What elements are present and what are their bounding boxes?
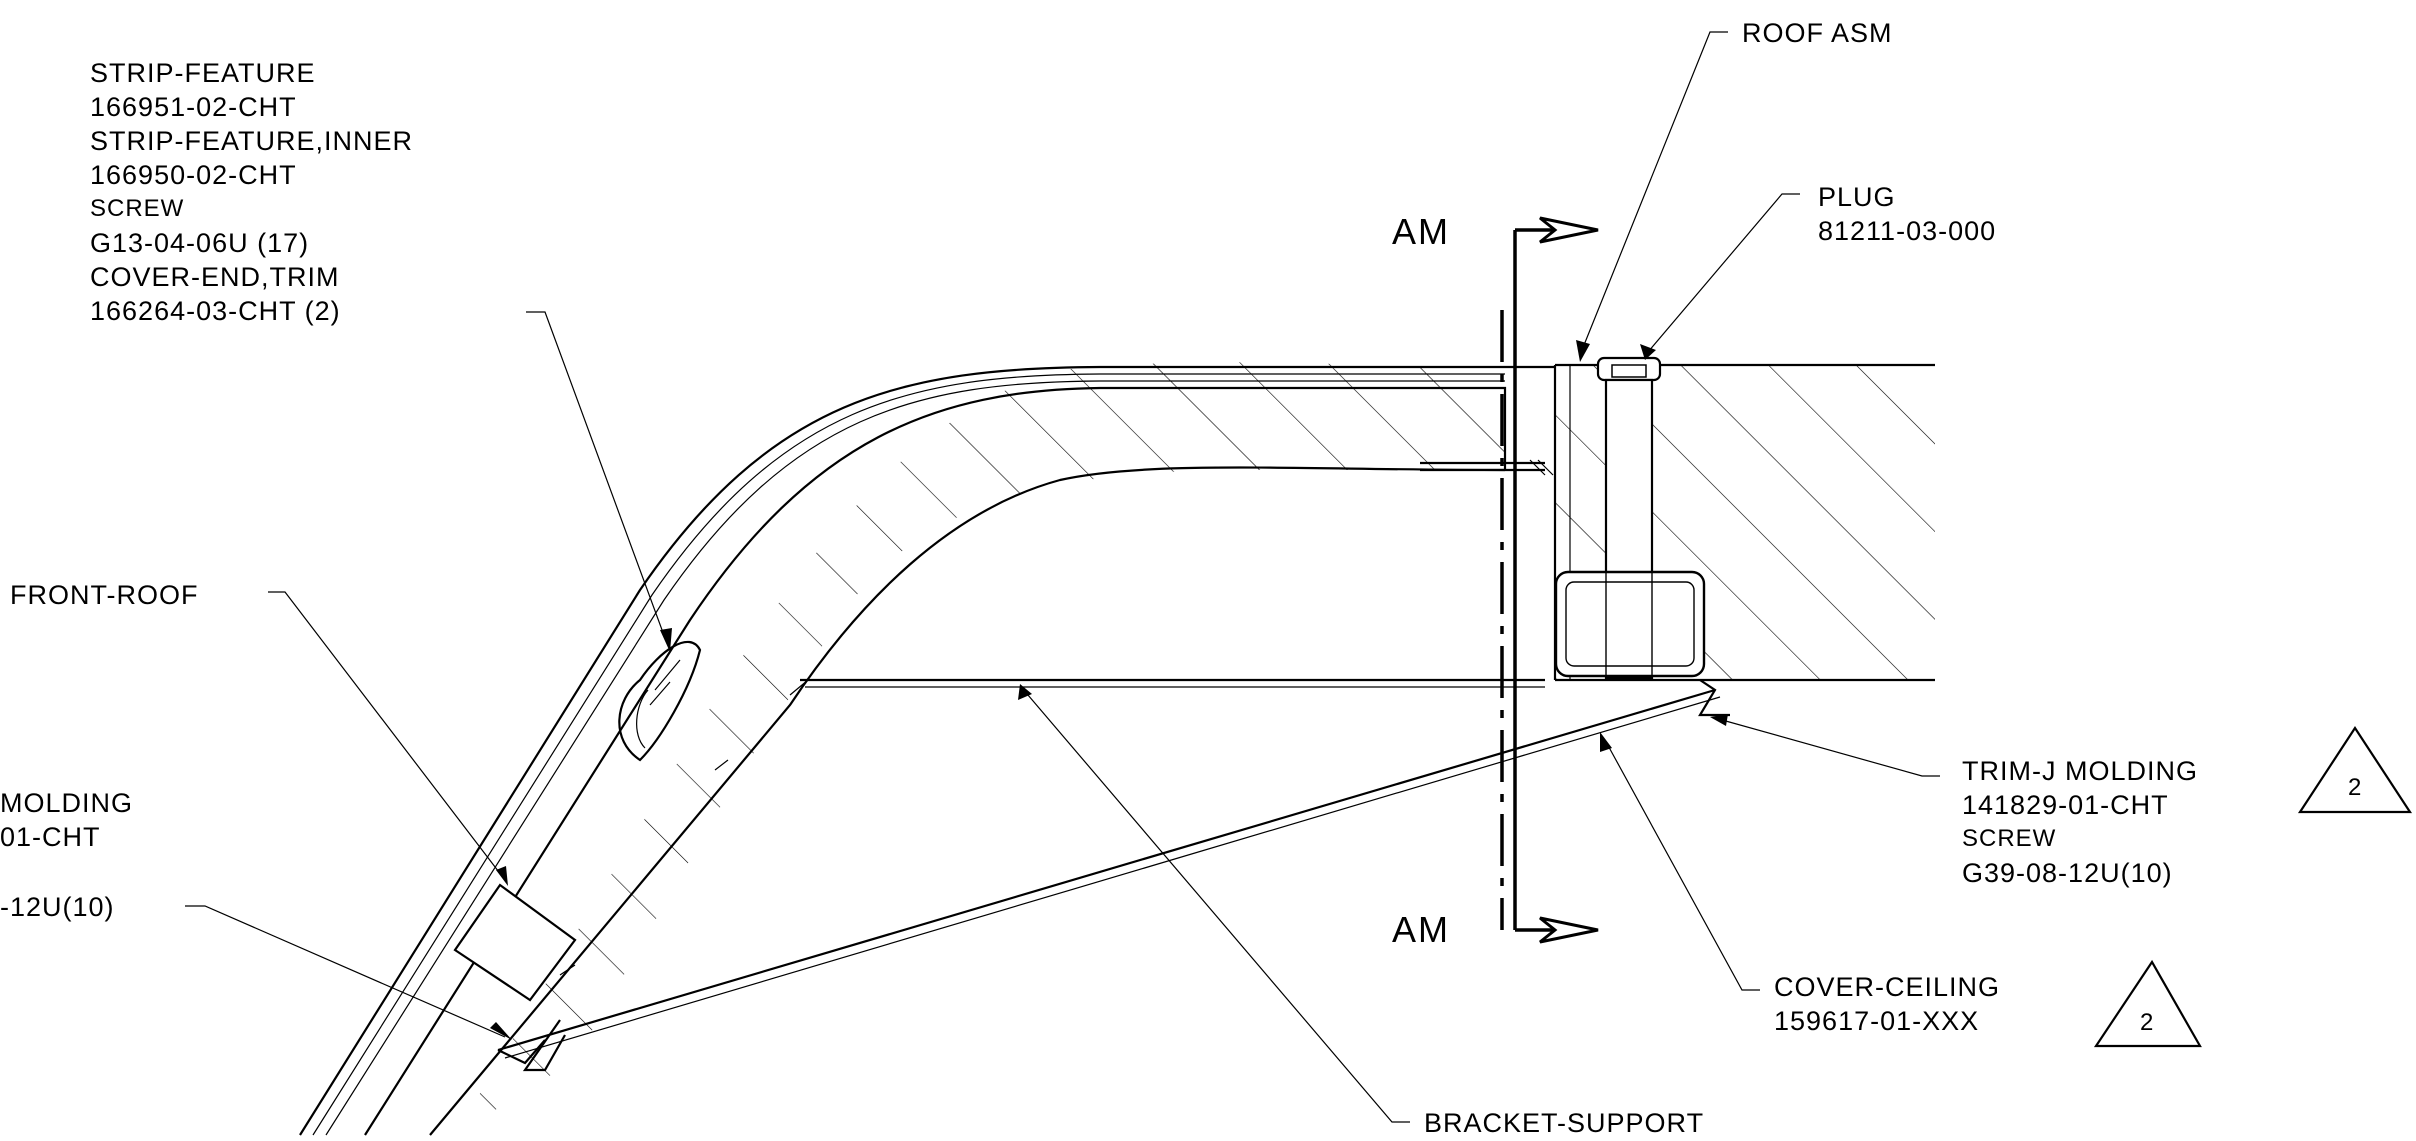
svg-text:159617-01-XXX: 159617-01-XXX bbox=[1774, 1006, 1979, 1036]
revision-triangle-cover-ceiling bbox=[2093, 959, 2202, 1048]
svg-text:COVER-END,TRIM: COVER-END,TRIM bbox=[90, 262, 340, 292]
svg-text:STRIP-FEATURE: STRIP-FEATURE bbox=[90, 58, 316, 88]
svg-text:166951-02-CHT: 166951-02-CHT bbox=[90, 92, 297, 122]
revision-number-trim-j: 2 bbox=[2348, 774, 2362, 801]
svg-text:166950-02-CHT: 166950-02-CHT bbox=[90, 160, 297, 190]
svg-text:141829-01-CHT: 141829-01-CHT bbox=[1962, 790, 2169, 820]
section-line bbox=[1500, 216, 1599, 944]
svg-text:81211-03-000: 81211-03-000 bbox=[1818, 216, 1996, 246]
tube-section bbox=[1554, 570, 1706, 679]
callout-left-screw: -12U(10) bbox=[0, 892, 115, 922]
revision-triangle-trim-j bbox=[2297, 725, 2413, 814]
section-label-top: AM bbox=[1392, 211, 1450, 252]
leader-lines bbox=[185, 31, 1940, 1123]
svg-text:STRIP-FEATURE,INNER: STRIP-FEATURE,INNER bbox=[90, 126, 413, 156]
svg-text:PLUG: PLUG bbox=[1818, 182, 1896, 212]
callout-trim-j: TRIM-J MOLDING 141829-01-CHT SCREW G39-0… bbox=[1962, 756, 2198, 888]
callout-strip-group: STRIP-FEATURE 166951-02-CHT STRIP-FEATUR… bbox=[90, 58, 413, 326]
svg-text:G39-08-12U(10): G39-08-12U(10) bbox=[1962, 858, 2173, 888]
callout-plug: PLUG 81211-03-000 bbox=[1818, 182, 1996, 246]
callout-left-part: 01-CHT bbox=[0, 822, 101, 852]
callout-left-molding: MOLDING bbox=[0, 788, 133, 818]
front-roof-profile bbox=[299, 362, 1555, 1136]
callout-cover-ceiling: COVER-CEILING 159617-01-XXX bbox=[1774, 972, 2000, 1036]
svg-text:G13-04-06U (17): G13-04-06U (17) bbox=[90, 228, 309, 258]
cover-ceiling-plate bbox=[497, 679, 1730, 1072]
svg-text:166264-03-CHT (2): 166264-03-CHT (2) bbox=[90, 296, 341, 326]
callout-front-roof: FRONT-ROOF bbox=[10, 580, 198, 610]
section-label-bottom: AM bbox=[1392, 909, 1450, 950]
callout-roof-asm: ROOF ASM bbox=[1742, 18, 1893, 48]
front-roof-block bbox=[453, 883, 577, 1002]
svg-text:SCREW: SCREW bbox=[90, 195, 184, 222]
svg-text:COVER-CEILING: COVER-CEILING bbox=[1774, 972, 2000, 1002]
callout-bracket-support: BRACKET-SUPPORT bbox=[1424, 1108, 1704, 1138]
svg-text:TRIM-J MOLDING: TRIM-J MOLDING bbox=[1962, 756, 2198, 786]
end-trim-cover bbox=[618, 640, 702, 762]
svg-text:SCREW: SCREW bbox=[1962, 825, 2056, 852]
revision-number-cover-ceiling: 2 bbox=[2140, 1009, 2154, 1036]
